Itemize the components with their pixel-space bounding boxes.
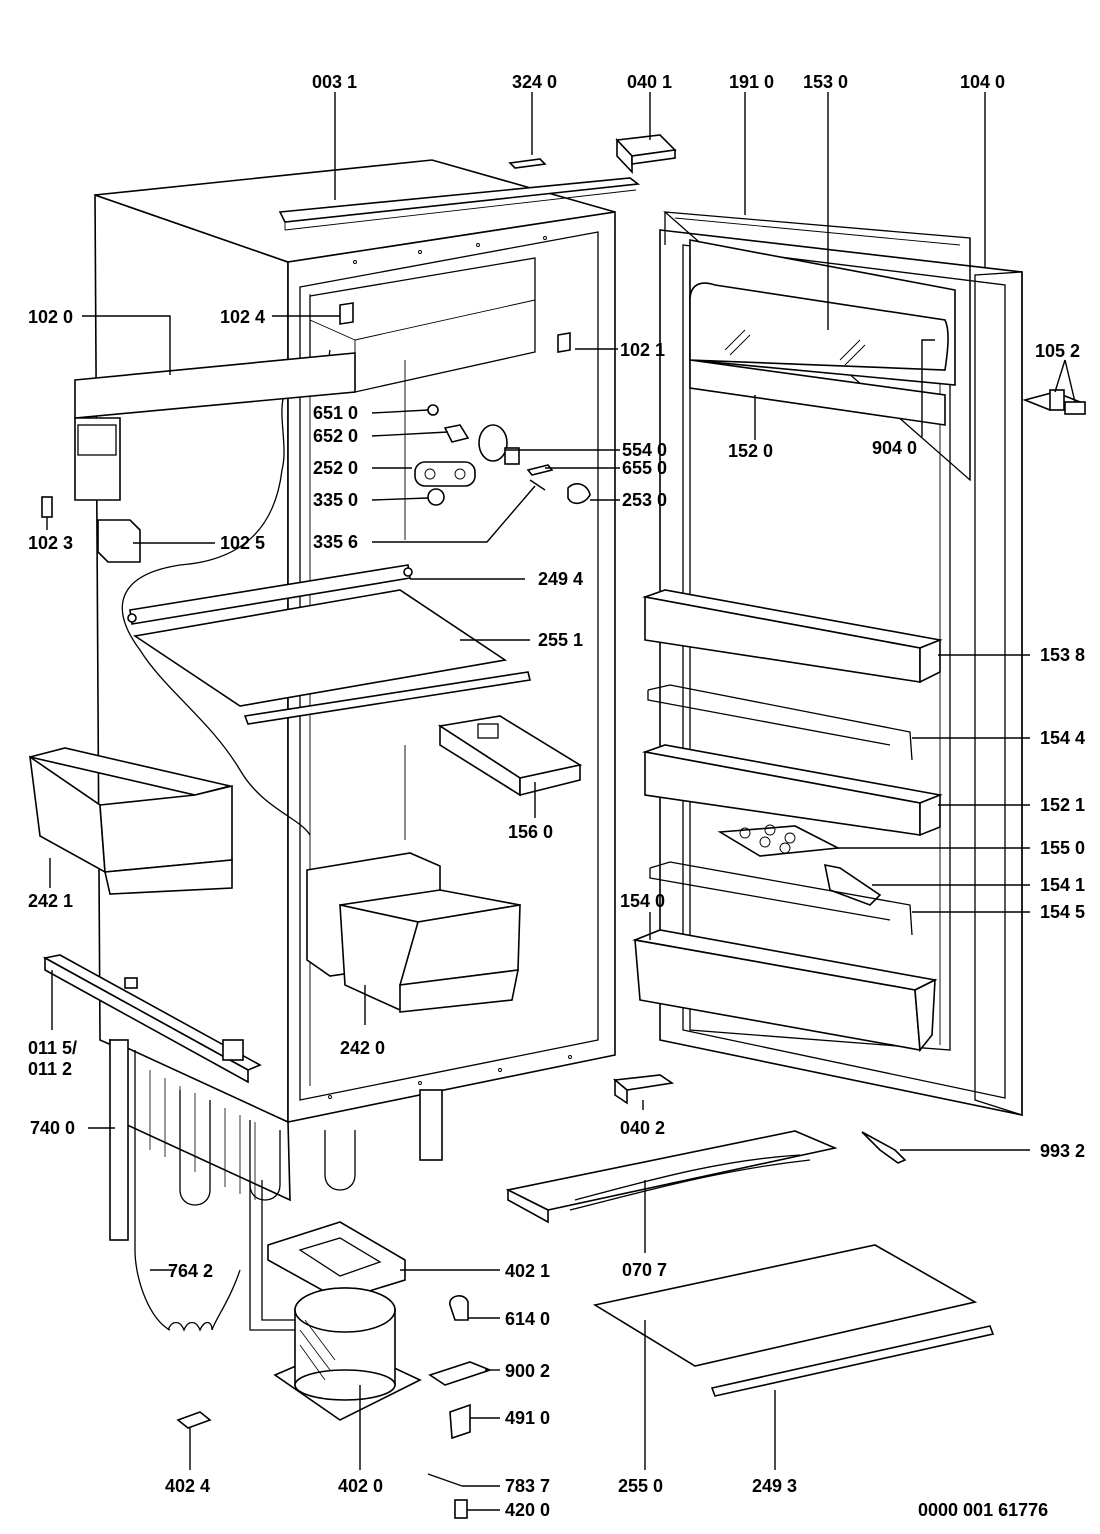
glass-shelf-upper [127,564,531,725]
label-655-0: 655 0 [622,458,667,478]
label-904-0: 904 0 [872,438,917,458]
label-402-4: 402 4 [165,1476,210,1496]
bar-154-4 [647,684,913,761]
front-trim-011 [42,954,262,1084]
egg-tray [437,715,583,797]
label-191-0: 191 0 [729,72,774,92]
label-152-0: 152 0 [728,441,773,461]
part-154-1 [823,863,882,906]
base-rail [505,1130,838,1224]
part-102-3 [41,496,53,518]
label-104-0: 104 0 [960,72,1005,92]
label-651-0: 651 0 [313,403,358,423]
label-255-0: 255 0 [618,1476,663,1496]
thermostat-parts [414,404,591,506]
label-153-0: 153 0 [803,72,848,92]
part-labels: 003 1 324 0 040 1 191 0 153 0 104 0 102 … [28,72,1085,1520]
label-070-7: 070 7 [622,1260,667,1280]
label-242-1: 242 1 [28,891,73,911]
label-253-0: 253 0 [622,490,667,510]
label-156-0: 156 0 [508,822,553,842]
label-154-4: 154 4 [1040,728,1085,748]
leader-lines [46,92,1076,1511]
label-993-2: 993 2 [1040,1141,1085,1161]
label-011-5: 011 5/ [28,1038,77,1058]
condenser [109,1038,443,1241]
door [659,211,1023,1116]
label-764-2: 764 2 [168,1261,213,1281]
label-335-0: 335 0 [313,490,358,510]
label-102-0: 102 0 [28,307,73,327]
label-154-5: 154 5 [1040,902,1085,922]
compressor-bracket [267,1221,406,1301]
label-105-2: 105 2 [1035,341,1080,361]
label-402-1: 402 1 [505,1261,550,1281]
panel-102-0 [74,352,356,501]
label-491-0: 491 0 [505,1408,550,1428]
label-900-2: 900 2 [505,1361,550,1381]
label-102-1: 102 1 [620,340,665,360]
label-249-3: 249 3 [752,1476,797,1496]
glass-shelf-lower [592,1244,978,1367]
label-102-4: 102 4 [220,307,265,327]
label-040-2: 040 2 [620,1118,665,1138]
door-bin-152-1 [641,744,943,837]
label-102-5: 102 5 [220,533,265,553]
label-249-4: 249 4 [538,569,583,589]
label-154-0: 154 0 [620,891,665,911]
hinge-top [615,134,677,175]
electrical-parts [176,1295,493,1519]
label-003-1: 003 1 [312,72,357,92]
part-993-2 [861,1131,907,1164]
label-102-3: 102 3 [28,533,73,553]
label-252-0: 252 0 [313,458,358,478]
bar-154-5 [649,861,913,936]
label-554-0: 554 0 [622,440,667,460]
label-740-0: 740 0 [30,1118,75,1138]
label-652-0: 652 0 [313,426,358,446]
door-bin-242-1 [28,747,233,895]
hinge-side [1022,389,1086,415]
part-102-4 [339,302,354,325]
label-420-0: 420 0 [505,1500,550,1520]
shelf-trim-lower [710,1325,995,1397]
top-trim [278,177,641,223]
label-152-1: 152 1 [1040,795,1085,815]
door-bin-153-8 [641,589,943,684]
capillary-tube [134,1050,171,1331]
label-040-1: 040 1 [627,72,672,92]
coil [167,1321,213,1332]
part-102-5 [97,519,141,563]
label-335-6: 335 6 [313,532,358,552]
door-bin-154-0 [632,929,938,1053]
label-153-8: 153 8 [1040,645,1085,665]
part-102-1 [557,332,571,353]
label-011-2: 011 2 [28,1059,72,1079]
drawing-number: 0000 001 61776 [918,1500,1048,1520]
label-255-1: 255 1 [538,630,583,650]
label-242-0: 242 0 [340,1038,385,1058]
label-614-0: 614 0 [505,1309,550,1329]
crisper-bins [306,852,521,1013]
compressor [273,1287,422,1421]
label-783-7: 783 7 [505,1476,550,1496]
label-155-0: 155 0 [1040,838,1085,858]
door-shelf-top [689,239,956,426]
label-324-0: 324 0 [512,72,557,92]
label-402-0: 402 0 [338,1476,383,1496]
label-154-1: 154 1 [1040,875,1085,895]
part-324-0 [508,158,547,169]
